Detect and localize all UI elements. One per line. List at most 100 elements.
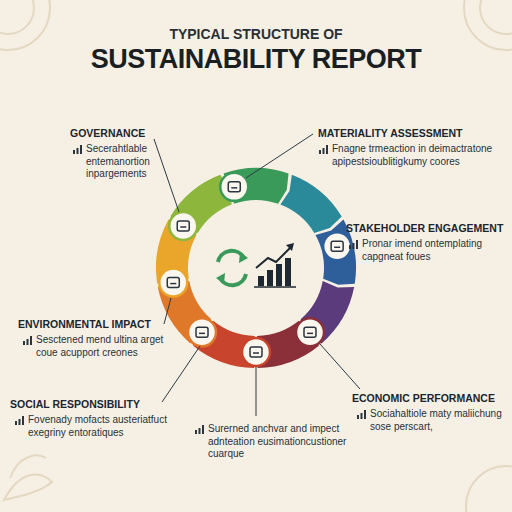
section-heading: ECONOMIC PERFORMANCE xyxy=(352,392,502,405)
segment-icon xyxy=(331,241,343,251)
chart-bar xyxy=(285,258,291,286)
section-block: Surerned anchvar and impect adnteation e… xyxy=(190,420,365,461)
recycle-arrow xyxy=(216,273,225,284)
bullet-icon xyxy=(199,428,201,434)
section-block: MATERIALITY ASSESSMENT Fnagne trmeaction … xyxy=(318,127,493,168)
bullet-icon xyxy=(80,145,82,154)
segment-icon xyxy=(220,173,248,201)
section-block: SOCIAL RESPONSIBILITYFovenady mofacts au… xyxy=(10,398,170,439)
leader-lines xyxy=(154,134,360,416)
subtitle-label: TYPICAL STRUCTURE OF xyxy=(0,26,512,42)
trend-arrow xyxy=(286,243,294,251)
section-body: Sociahaltiole maty maliichung sose persc… xyxy=(370,408,502,433)
leader-line xyxy=(320,344,360,389)
segment-icons xyxy=(159,173,351,366)
segment-icon xyxy=(228,182,240,192)
segment-icon xyxy=(180,226,186,228)
segment-icon xyxy=(250,347,262,357)
segment-icon xyxy=(253,352,259,354)
bullet-icon xyxy=(77,148,79,154)
ring-segment xyxy=(280,175,341,233)
bullet-icon xyxy=(356,240,358,249)
bullet-icon xyxy=(361,413,363,419)
section-block: ECONOMIC PERFORMANCE Sociahaltiole maty m… xyxy=(352,392,502,433)
section-heading: GOVERNANCE xyxy=(70,127,200,140)
section-block: STAKEHOLDER ENGAGEMENT Pronar imend ontem… xyxy=(346,222,506,263)
bullet-icon xyxy=(202,425,204,434)
leaf-decoration xyxy=(10,455,46,478)
segment-icon xyxy=(159,269,187,297)
bullet-icon xyxy=(357,415,359,419)
segment-icon xyxy=(177,221,189,231)
segment-icon xyxy=(296,318,324,346)
segment-icon xyxy=(199,333,205,335)
main-title: SUSTAINABILITY REPORT xyxy=(0,44,512,75)
bullet-icon xyxy=(195,430,197,434)
bullet-icon xyxy=(30,336,32,345)
bullet-icon xyxy=(326,145,328,154)
section-heading: STAKEHOLDER ENGAGEMENT xyxy=(346,222,506,235)
bullet-icon xyxy=(73,150,75,154)
bullet-icon xyxy=(353,243,355,249)
chart-bar xyxy=(258,276,264,286)
bullet-icon xyxy=(348,239,359,250)
section-heading: ENVIRONMENTAL IMPACT xyxy=(18,318,168,331)
section-body: Pronar imend ontemplating capgneat foues xyxy=(362,238,506,263)
section-block: GOVERNANCE Secerahtlable entemanortion in… xyxy=(70,127,200,181)
segment-icon xyxy=(231,187,237,189)
bullet-icon xyxy=(22,416,24,425)
recycle-arrow xyxy=(239,252,248,263)
segment-icon xyxy=(323,232,351,260)
segment-icon xyxy=(170,283,176,285)
corner-decoration xyxy=(0,0,50,50)
bullet-icon xyxy=(27,339,29,345)
leader-line xyxy=(164,298,171,324)
corner-decoration xyxy=(464,0,512,50)
segment-icon xyxy=(196,327,208,337)
segment-icon xyxy=(169,212,197,240)
bullet-icon xyxy=(15,421,17,425)
section-heading: MATERIALITY ASSESSMENT xyxy=(318,127,493,140)
leader-line xyxy=(256,367,257,416)
leaf-decoration xyxy=(4,475,52,500)
bullet-icon xyxy=(356,409,367,420)
bullet-icon xyxy=(364,410,366,419)
section-body: Fovenady mofacts austeriatfuct exegriny … xyxy=(28,414,170,439)
chart-bar xyxy=(276,264,282,286)
leader-line xyxy=(162,346,200,402)
corner-decoration xyxy=(480,0,512,34)
center-icon xyxy=(216,243,296,287)
section-body: Secerahtlable entemanortion inpargements xyxy=(86,143,200,181)
bullet-icon xyxy=(22,335,33,346)
leader-line xyxy=(154,139,179,212)
bullet-icon xyxy=(194,424,205,435)
segment-icon xyxy=(242,338,270,366)
corner-decoration xyxy=(466,466,512,512)
bullet-icon xyxy=(318,144,329,155)
section-block: ENVIRONMENTAL IMPACT Sesctened mend ultin… xyxy=(18,318,168,359)
corner-decoration xyxy=(0,0,34,34)
cycle-ring xyxy=(156,168,356,368)
bullet-icon xyxy=(319,150,321,154)
segment-icon xyxy=(188,318,216,346)
segment-icon xyxy=(307,333,313,335)
leader-line xyxy=(246,134,313,178)
section-body: Surerned anchvar and impect adnteation e… xyxy=(208,423,365,461)
segment-icon xyxy=(167,278,179,288)
section-body: Sesctened mend ultina arget coue acuppor… xyxy=(36,334,168,359)
bullet-icon xyxy=(19,419,21,425)
segment-icon xyxy=(334,247,340,249)
chart-bar xyxy=(267,270,273,286)
bullet-icon xyxy=(23,341,25,345)
bullet-icon xyxy=(72,144,83,155)
ring-segment xyxy=(301,281,355,343)
bullet-icon xyxy=(323,148,325,154)
segment-icon xyxy=(304,327,316,337)
bullet-icon xyxy=(349,245,351,249)
bullet-icon xyxy=(14,415,25,426)
chart-axis xyxy=(254,286,296,288)
section-body: Fnagne trmeaction in deimactratone apipe… xyxy=(332,143,493,168)
trend-arrow xyxy=(256,246,292,268)
